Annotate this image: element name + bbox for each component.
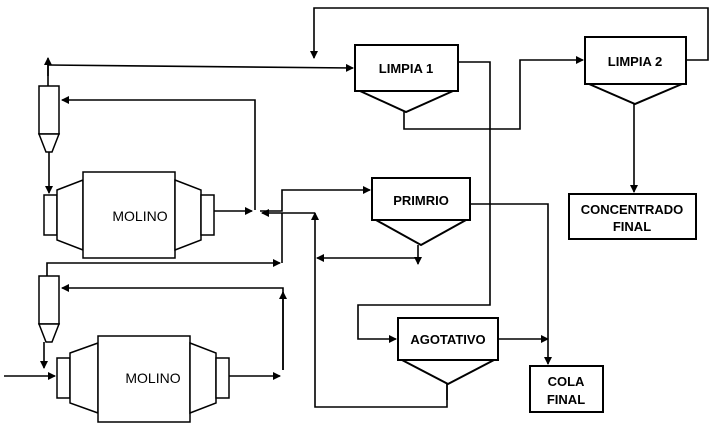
limpia1-concentrate-to-limpia2 [403,56,584,130]
limpia-1-label: LIMPIA 1 [379,61,433,76]
top-mill-return-to-cyclone [61,96,256,210]
agotativo-label: AGOTATIVO [410,332,485,347]
top-mill: MOLINO [43,171,215,259]
concentrado-label-line1: CONCENTRADO [581,202,684,217]
feed-to-limpia1-line [47,63,354,72]
limpia-2-label: LIMPIA 2 [608,54,662,69]
bottom-mill: MOLINO [56,335,230,423]
top-cyclone [37,85,61,153]
limpia2-tail-recycle-to-limpia1 [310,7,709,61]
bottom-cyclone [37,275,61,343]
top-mill-label: MOLINO [112,208,167,224]
concentrado-label-line2: FINAL [613,219,651,234]
limpia1-tail-to-agotativo [357,61,491,343]
limpia-2-cell: LIMPIA 2 [584,36,687,106]
primario-cell: PRIMRIO [371,177,471,247]
bottom-mill-label: MOLINO [125,370,180,386]
bottom-cyclone-overflow-line [46,259,281,276]
primario-tail-to-cola [470,203,552,365]
agotativo-cell: AGOTATIVO [397,317,499,386]
limpia-1-cell: LIMPIA 1 [354,44,459,114]
cola-final-box: COLA FINAL [529,365,604,413]
primario-label: PRIMRIO [393,193,449,208]
concentrado-final-box: CONCENTRADO FINAL [568,193,697,240]
cola-label-line1: COLA [548,374,585,389]
circuit-to-primario-line [260,186,371,212]
cola-label-line2: FINAL [547,392,585,407]
